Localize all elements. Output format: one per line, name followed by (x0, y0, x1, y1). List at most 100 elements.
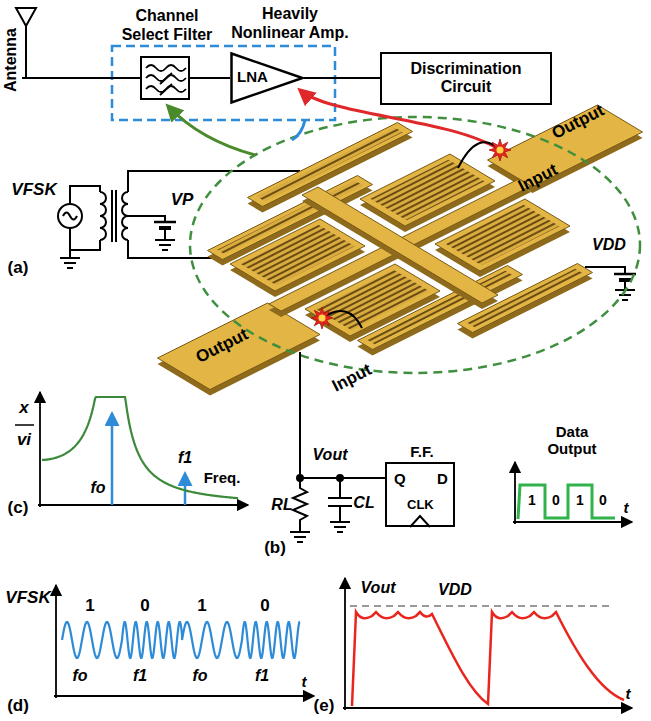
role-arrows (292, 120, 305, 140)
axis-label: vi (17, 430, 31, 450)
level-label: VDD (438, 581, 472, 599)
bit-value: 0 (140, 596, 149, 616)
fsk-source-circuit (112, 190, 116, 242)
load-circuit (290, 532, 310, 542)
axis-label: t (624, 499, 629, 516)
panel-label: (e) (314, 696, 335, 716)
output-voltage-plot (350, 605, 610, 607)
fsk-waveform-plot (54, 585, 314, 698)
node-text: Discrimination Circuit (382, 55, 550, 102)
signal-wire (190, 77, 230, 79)
fsk-source-circuit (154, 221, 176, 224)
panel-label: (b) (264, 538, 286, 558)
frequency-response-plot (15, 424, 34, 426)
signal-name: VDD (592, 236, 626, 254)
data-output-plot (514, 462, 516, 524)
signal-name: Vout (313, 446, 348, 464)
role-arrows (168, 106, 255, 155)
fsk-source-circuit (63, 213, 77, 220)
fsk-waveform-plot (62, 622, 300, 658)
signal-wire (304, 77, 380, 79)
pad-label: Input (329, 360, 375, 396)
device-highlight (190, 117, 640, 373)
device-highlight (190, 117, 640, 373)
bond-wire (322, 142, 500, 328)
node-heading: Heavily Nonlinear Amp. (224, 5, 356, 42)
load-circuit (290, 352, 430, 542)
bit-value: 0 (260, 596, 269, 616)
axis-label: Vout (361, 579, 396, 597)
frequency-response-plot (39, 392, 41, 507)
pad-label: Output (549, 101, 608, 144)
mems-resonator (371, 160, 485, 221)
front-end-outline (112, 46, 335, 120)
spark-mark (497, 147, 504, 154)
mems-resonator (360, 154, 495, 226)
bit-value: 1 (576, 492, 584, 508)
component-label: RL (271, 496, 292, 514)
bit-value: 1 (85, 596, 94, 616)
spark-mark (319, 315, 326, 322)
output-voltage-plot (343, 707, 632, 709)
output-voltage-plot (352, 612, 624, 706)
frequency-response-plot (15, 392, 248, 507)
data-output-plot (518, 485, 615, 519)
panel-label: (c) (8, 498, 29, 518)
load-circuit (300, 352, 385, 478)
axis-label: t (302, 673, 307, 690)
mems-resonator (158, 105, 643, 396)
mems-resonator (241, 225, 355, 286)
mems-resonator (158, 303, 321, 390)
axis-label: x (19, 398, 28, 418)
fsk-source-circuit (70, 228, 100, 250)
load-circuit (328, 478, 352, 522)
vdd-supply (585, 267, 636, 300)
frequency-label: fo (192, 667, 207, 685)
filter-symbol (146, 65, 186, 95)
bit-value: 0 (599, 492, 607, 508)
fsk-source-circuit (58, 204, 82, 228)
mems-resonator (305, 264, 440, 336)
amplifier-outline (232, 54, 303, 103)
axis-label: VFSK (5, 588, 50, 608)
plot-title: Data Output (537, 423, 607, 458)
bit-value: 1 (197, 596, 206, 616)
axis-label: t (626, 685, 631, 702)
fsk-source-circuit (100, 192, 106, 240)
node-text: LNA (237, 68, 268, 85)
frequency-label: fo (72, 667, 87, 685)
node-heading: Channel Select Filter (112, 7, 222, 44)
filter-symbol (160, 84, 172, 95)
mems-resonator (316, 270, 430, 331)
output-voltage-plot (343, 578, 632, 710)
panel-label: (d) (7, 696, 29, 716)
fsk-source-circuit (70, 186, 100, 204)
signal-name: VFSK (11, 180, 56, 200)
load-circuit (293, 478, 307, 532)
flip-flop-box: F.F.QDCLK (385, 462, 455, 527)
spark-mark (311, 307, 333, 329)
filter-box: Channel Select Filter (140, 56, 190, 100)
fsk-waveform-plot (54, 695, 314, 697)
load-circuit (330, 522, 350, 532)
frequency-response-plot (111, 414, 114, 505)
node-text: Antenna (2, 28, 20, 92)
fsk-source-circuit (69, 250, 71, 258)
output-voltage-plot (344, 578, 346, 710)
fsk-source-circuit (155, 228, 175, 250)
amplifier-triangle: Heavily Nonlinear Amp.LNA (230, 52, 304, 104)
bit-value: 0 (552, 492, 560, 508)
mems-resonator (446, 205, 560, 266)
data-output-plot (513, 462, 632, 524)
spark-mark (311, 139, 511, 329)
frequency-response-plot (38, 504, 248, 506)
pad-label: Input (515, 160, 561, 196)
mems-resonator (230, 219, 365, 291)
frequency-label: fo (90, 479, 105, 497)
signal-wire (22, 77, 140, 79)
frequency-label: f1 (178, 449, 192, 467)
filter-symbol (160, 73, 172, 84)
signal-name: VP (171, 190, 194, 210)
node-text: CLK (407, 498, 434, 513)
